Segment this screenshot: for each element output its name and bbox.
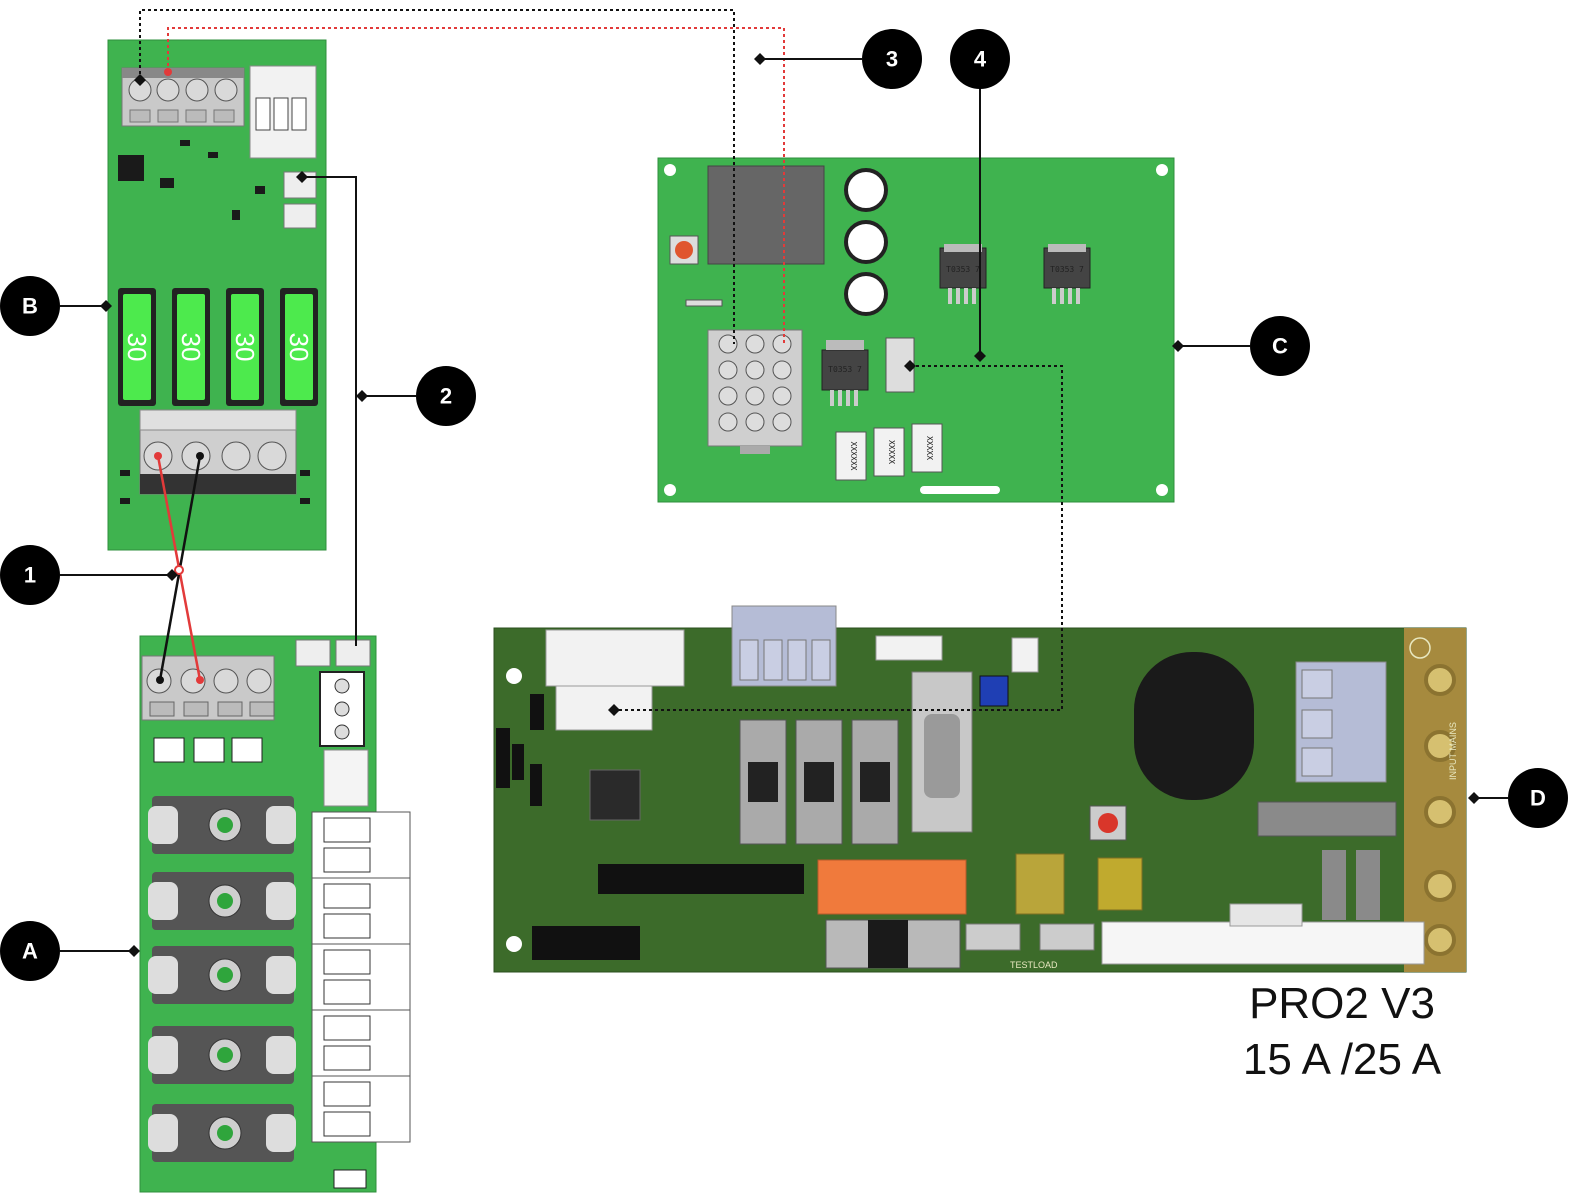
board-a <box>139 635 411 1193</box>
callout-label: D <box>1530 786 1546 811</box>
callout-label: 4 <box>974 47 987 72</box>
testload-label: TESTLOAD <box>1010 960 1058 970</box>
callout-badge-c: C <box>1250 316 1310 376</box>
wire-4 <box>614 365 1063 711</box>
diamond-marker <box>100 300 112 312</box>
callout-badge-a: A <box>0 921 60 981</box>
wire-2 <box>304 176 357 646</box>
callout-label: 1 <box>24 563 36 588</box>
diamond-marker <box>356 390 368 402</box>
board-b-white-connector <box>249 65 317 159</box>
board-c-regulator: T0353 7 <box>1043 244 1091 304</box>
callout-label: A <box>22 939 38 964</box>
fuse-label: 30 <box>284 333 314 362</box>
board-c-resistors: XXXXXX XXXXX XXXXX <box>835 423 943 481</box>
diamond-marker <box>1172 340 1184 352</box>
board-c-regulator: T0353 7 <box>821 340 869 406</box>
diamond-marker <box>128 945 140 957</box>
board-b-fuses: 30 30 30 30 <box>118 288 318 406</box>
resistor-label: XXXXXX <box>849 442 858 471</box>
board-c-molex-connector <box>707 329 803 454</box>
board-c: T0353 7 T0353 7 T0353 7 <box>657 157 1175 503</box>
resistor-label: XXXXX <box>887 440 896 464</box>
fuse-label: 30 <box>176 333 206 362</box>
callout-label: 2 <box>440 384 452 409</box>
callout-label: C <box>1272 334 1288 359</box>
regulator-label: T0353 7 <box>1050 265 1084 274</box>
board-b: 30 30 30 30 <box>107 39 327 551</box>
wires <box>139 9 1063 711</box>
wire-3-black <box>139 9 735 344</box>
diamond-marker <box>166 569 178 581</box>
fuse-label: 30 <box>230 333 260 362</box>
board-a-top-terminal <box>141 655 275 721</box>
callout-badge-1: 1 <box>0 545 60 605</box>
callout-badge-b: B <box>0 276 60 336</box>
resistor-label: XXXXX <box>925 436 934 460</box>
fuse-label: 30 <box>122 333 152 362</box>
board-a-relays <box>148 796 296 1162</box>
board-title-line2: 15 A /25 A <box>1243 1035 1442 1084</box>
diamond-marker <box>1468 792 1480 804</box>
regulator-label: T0353 7 <box>828 365 862 374</box>
callout-badge-4: 4 <box>950 29 1010 89</box>
diamond-marker <box>974 350 986 362</box>
callout-label: 3 <box>886 47 898 72</box>
board-a-output-terminals <box>311 811 411 1143</box>
callout-badge-2: 2 <box>416 366 476 426</box>
input-mains-label: INPUT MAINS <box>1448 722 1458 780</box>
callout-leaders <box>60 53 1508 957</box>
board-c-regulator: T0353 7 <box>939 244 987 304</box>
callout-label: B <box>22 294 38 319</box>
regulator-label: T0353 7 <box>946 265 980 274</box>
board-d: INPUT MAINS <box>493 605 1467 973</box>
callout-badge-d: D <box>1508 768 1568 828</box>
wire-3-red <box>167 27 785 344</box>
board-title-line1: PRO2 V3 <box>1249 979 1435 1028</box>
callout-badge-3: 3 <box>862 29 922 89</box>
diamond-marker <box>754 53 766 65</box>
